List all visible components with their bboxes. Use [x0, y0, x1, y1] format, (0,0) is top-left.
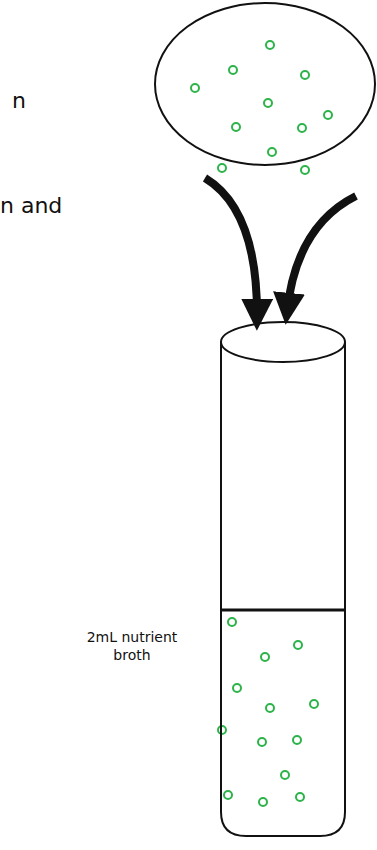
bacterium — [228, 618, 236, 626]
tube-body — [221, 342, 345, 836]
tube-rim — [221, 322, 345, 362]
bacterium — [191, 84, 199, 92]
bacterium — [258, 738, 266, 746]
bacterium — [266, 41, 274, 49]
bacterium — [301, 71, 309, 79]
bacterium — [233, 684, 241, 692]
culture-circle — [155, 3, 375, 165]
bacterium — [310, 700, 318, 708]
bacterium — [224, 791, 232, 799]
label-text: 2mL nutrient broth — [72, 628, 192, 664]
bacterium — [324, 111, 332, 119]
bacteria — [191, 41, 332, 806]
broth-level — [221, 609, 345, 612]
arrow-right — [287, 196, 356, 312]
bacterium — [229, 66, 237, 74]
bacterium — [281, 771, 289, 779]
bacterium — [294, 641, 302, 649]
bacterium — [293, 736, 301, 744]
bacterium — [232, 123, 240, 131]
label-text: n and — [0, 193, 62, 218]
bacterium — [296, 793, 304, 801]
bacterium — [298, 124, 306, 132]
bacterium — [261, 653, 269, 661]
bacterium — [268, 148, 276, 156]
bacterium — [259, 798, 267, 806]
bacterium — [218, 164, 226, 172]
label-text: n — [12, 88, 26, 113]
bacterium — [266, 704, 274, 712]
bacterium — [264, 99, 272, 107]
arrow-left — [205, 178, 257, 318]
bacterium — [301, 166, 309, 174]
